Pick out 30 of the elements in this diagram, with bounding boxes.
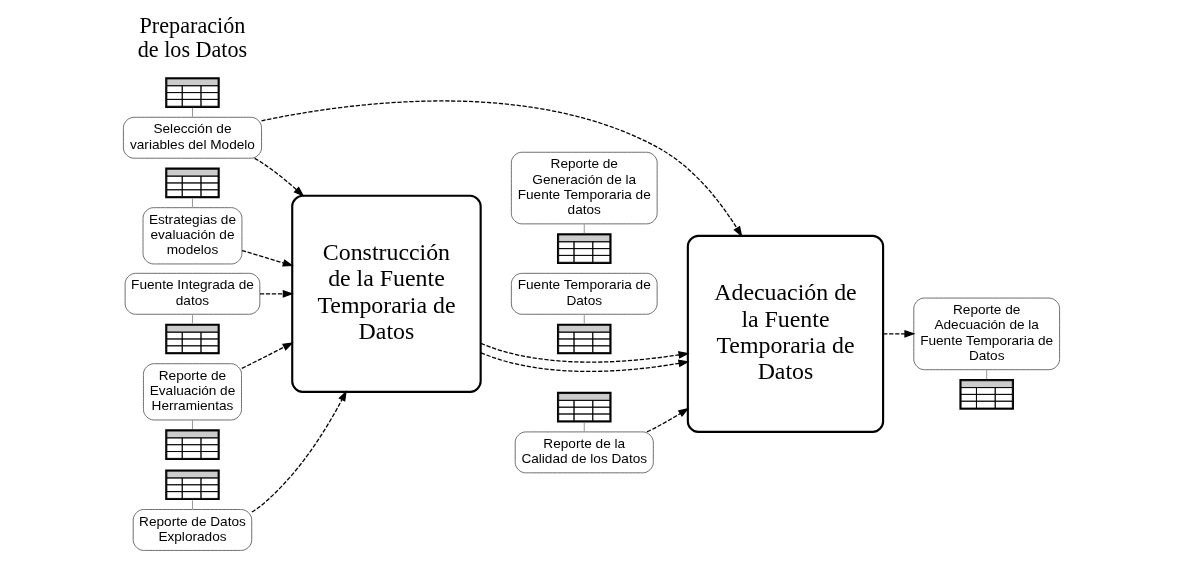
connector	[583, 313, 585, 324]
arrow	[882, 329, 915, 338]
node-box: Fuente Integrada de datos	[124, 272, 260, 315]
node-box: Reporte de Generación de la Fuente Temporaria de datos	[510, 151, 658, 225]
node-box: Reporte de la Calidad de los Datos	[514, 431, 654, 474]
node-box: Reporte de Datos Explorados	[132, 509, 252, 551]
connector	[583, 223, 585, 234]
arrow	[240, 342, 294, 370]
arrow	[253, 157, 304, 197]
node-box: Estrategias de evaluación de modelos	[142, 207, 242, 265]
label: Preparación de los Datos	[137, 12, 247, 63]
connector	[191, 107, 193, 118]
node-box: Adecuación de la Fuente Temporaria de Datos	[686, 234, 884, 433]
connector	[985, 369, 987, 380]
node-box: Construcción de la Fuente Temporaria de Datos	[290, 194, 482, 393]
node-box: Reporte de Evaluación de Herramientas	[142, 363, 242, 421]
arrow	[645, 407, 689, 433]
arrow	[260, 100, 742, 238]
connector	[191, 499, 193, 510]
node-box: Selección de variables del Modelo	[122, 116, 262, 159]
node-box: Fuente Temporaria de Datos	[510, 272, 658, 315]
connector	[191, 419, 193, 430]
connector	[191, 313, 193, 324]
node-box: Reporte de Adecuación de la Fuente Temporaria de Datos	[912, 297, 1060, 371]
arrow	[479, 342, 690, 363]
arrow	[240, 249, 294, 267]
connector	[583, 422, 585, 433]
arrow	[258, 289, 294, 298]
arrow	[479, 352, 690, 372]
arrow	[250, 390, 347, 513]
